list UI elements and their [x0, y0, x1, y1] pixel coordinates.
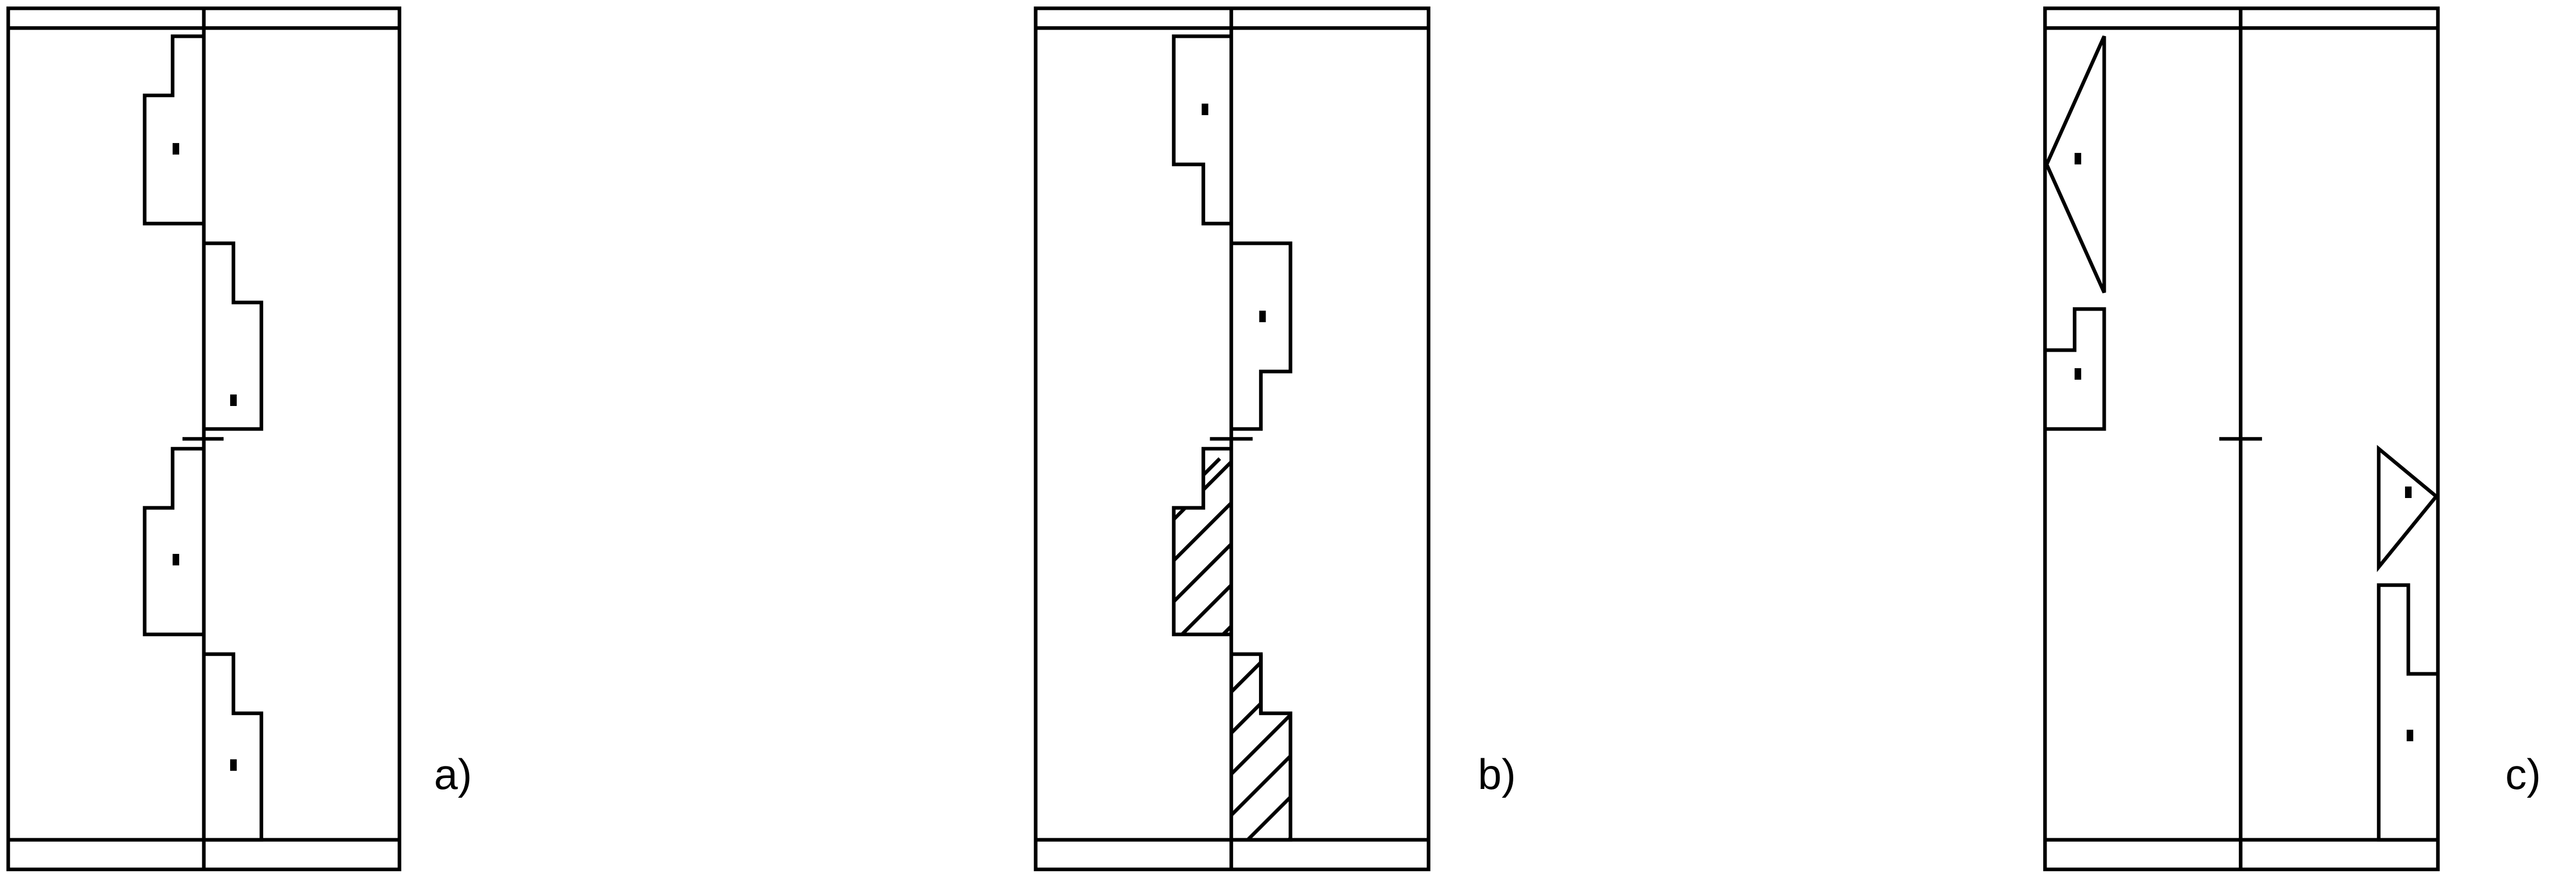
- block: [2376, 583, 2438, 842]
- panel-label: a): [434, 750, 472, 798]
- panel-b: b): [1034, 6, 1516, 872]
- hatched-block: [1231, 654, 1291, 840]
- panel-c: c): [2043, 6, 2541, 872]
- block: [203, 652, 264, 842]
- panel-label: c): [2505, 750, 2541, 798]
- panel-a: a): [6, 6, 472, 872]
- triangle-block: [2044, 35, 2106, 294]
- triangle-block: [2376, 444, 2439, 573]
- block: [203, 241, 264, 431]
- block: [1231, 241, 1292, 431]
- block: [143, 447, 204, 637]
- panel-label: b): [1478, 750, 1515, 798]
- block: [1172, 34, 1232, 226]
- block: [143, 34, 204, 226]
- block: [2045, 307, 2106, 431]
- hatched-block: [1173, 448, 1232, 634]
